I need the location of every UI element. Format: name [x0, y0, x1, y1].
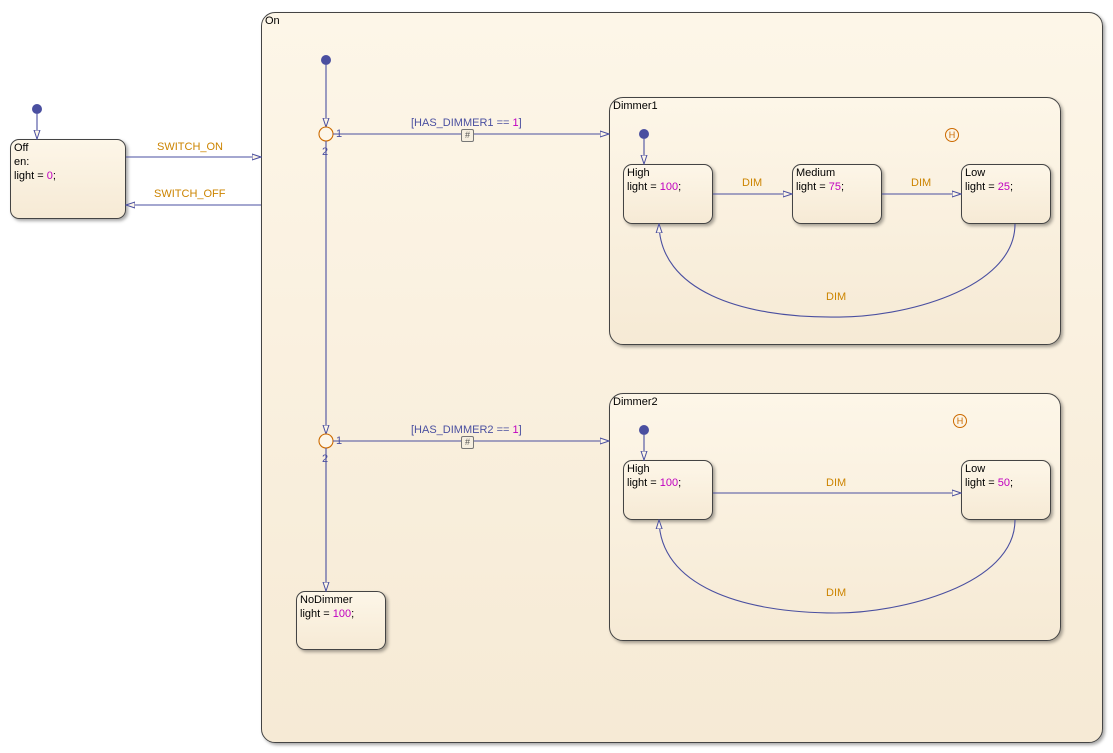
state-name: Off: [14, 142, 29, 154]
event-label-switch-off[interactable]: SWITCH_OFF: [154, 188, 226, 200]
state-actions: light = 50;: [965, 476, 1013, 490]
guard-value: 1: [512, 117, 519, 129]
action-end: ;: [351, 608, 355, 620]
history-junction-icon-dimmer1[interactable]: H: [945, 128, 959, 142]
guard-label-dimmer1[interactable]: [HAS_DIMMER1 == 1]: [411, 117, 522, 129]
action-end: ;: [1009, 181, 1014, 193]
state-dimmer1-low[interactable]: Low light = 25;: [961, 164, 1051, 224]
guard-text: ]: [518, 424, 522, 436]
default-transition-dot-off: [32, 104, 42, 114]
guard-text: [HAS_DIMMER1 ==: [411, 117, 513, 129]
action-var: light =: [14, 170, 47, 182]
action-var: light =: [627, 181, 660, 193]
event-label-d1-medium-low[interactable]: DIM: [911, 177, 932, 189]
event-label-d2-low-high[interactable]: DIM: [826, 587, 847, 599]
state-actions: light = 75;: [796, 180, 844, 194]
action-var: light =: [965, 181, 998, 193]
guard-label-dimmer2[interactable]: [HAS_DIMMER2 == 1]: [411, 424, 522, 436]
smart-transition-hash-icon: #: [461, 436, 474, 449]
junction1-out1-label: 1: [336, 128, 343, 140]
state-name: NoDimmer: [300, 594, 353, 606]
junction1-out2-label: 2: [322, 146, 329, 158]
action-var: light =: [965, 477, 998, 489]
state-actions: light = 100;: [627, 476, 681, 490]
guard-text: [HAS_DIMMER2 ==: [411, 424, 513, 436]
junction2-out1-label: 1: [336, 435, 343, 447]
action-var: light =: [300, 608, 333, 620]
action-value: 75: [828, 181, 841, 193]
action-value: 100: [332, 608, 352, 620]
action-var: light =: [796, 181, 829, 193]
state-name: Low: [965, 167, 986, 179]
action-value: 0: [46, 170, 53, 182]
state-actions: light = 100;: [300, 607, 354, 621]
state-nodimmer[interactable]: NoDimmer light = 100;: [296, 591, 386, 650]
action-end: ;: [678, 477, 682, 489]
event-label-switch-on[interactable]: SWITCH_ON: [157, 141, 223, 153]
action-var: light =: [627, 477, 660, 489]
state-actions: light = 100;: [627, 180, 681, 194]
state-actions: en: light = 0;: [14, 155, 56, 183]
state-actions: light = 25;: [965, 180, 1013, 194]
action-end: ;: [678, 181, 682, 193]
action-end: ;: [1009, 477, 1014, 489]
event-label-d1-low-high[interactable]: DIM: [826, 291, 847, 303]
state-dimmer1-medium[interactable]: Medium light = 75;: [792, 164, 882, 224]
event-label-d2-high-low[interactable]: DIM: [826, 477, 847, 489]
action-end: ;: [52, 170, 56, 182]
action-value: 25: [997, 181, 1010, 193]
state-dimmer2-high[interactable]: High light = 100;: [623, 460, 713, 520]
state-name: Low: [965, 463, 986, 475]
state-name: High: [627, 463, 650, 475]
action-value: 50: [997, 477, 1010, 489]
event-label-d1-high-medium[interactable]: DIM: [742, 177, 763, 189]
state-name: Dimmer1: [613, 100, 658, 112]
action-value: 100: [659, 477, 679, 489]
state-name: High: [627, 167, 650, 179]
state-dimmer2-low[interactable]: Low light = 50;: [961, 460, 1051, 520]
action-end: ;: [840, 181, 845, 193]
smart-transition-hash-icon: #: [461, 129, 474, 142]
guard-text: ]: [518, 117, 522, 129]
state-name: Medium: [796, 167, 836, 179]
junction2-out2-label: 2: [322, 453, 329, 465]
state-name: On: [265, 15, 280, 27]
action-value: 100: [659, 181, 679, 193]
guard-value: 1: [512, 424, 519, 436]
entry-label: en:: [14, 156, 30, 168]
state-off[interactable]: Off en: light = 0;: [10, 139, 126, 219]
state-name: Dimmer2: [613, 396, 658, 408]
history-junction-icon-dimmer2[interactable]: H: [953, 414, 967, 428]
state-dimmer1-high[interactable]: High light = 100;: [623, 164, 713, 224]
